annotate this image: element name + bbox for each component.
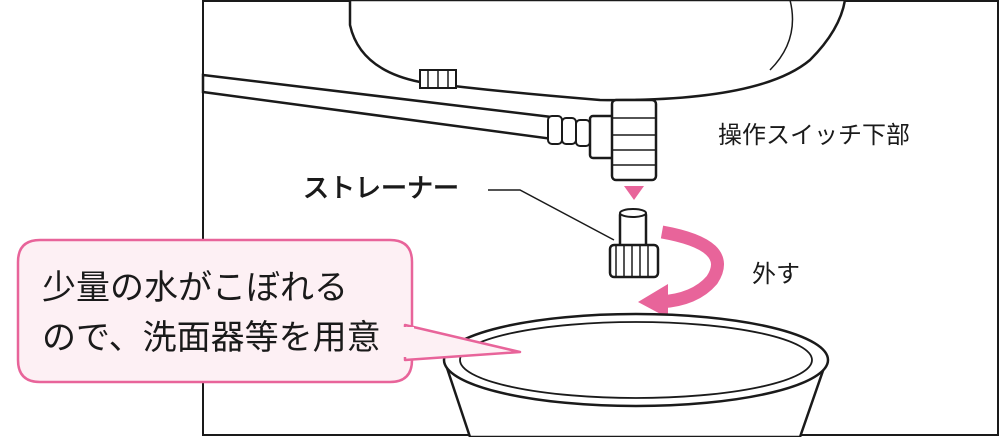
notice-line-2: ので、洗面器等を用意: [42, 318, 381, 358]
strainer-part: [608, 208, 660, 279]
wash-basin: [442, 312, 830, 437]
switch-bottom-label: 操作スイッチ下部: [718, 121, 910, 149]
strainer-label: ストレーナー: [303, 174, 460, 204]
notice-line-1: 少量の水がこぼれる: [42, 268, 348, 308]
notice-bubble: [16, 238, 522, 384]
notice-bubble-text: 少量の水がこぼれる ので、洗面器等を用意: [42, 263, 381, 363]
vertical-fitting: [610, 98, 658, 182]
down-triangle-icon: [624, 186, 644, 200]
unit-knob: [419, 69, 457, 89]
remove-label: 外す: [752, 260, 800, 288]
pipe-connector-nuts: [547, 114, 616, 160]
curved-arrow-icon: [638, 225, 724, 318]
strainer-leader-line: [488, 189, 615, 241]
switch-unit: [348, 0, 847, 102]
